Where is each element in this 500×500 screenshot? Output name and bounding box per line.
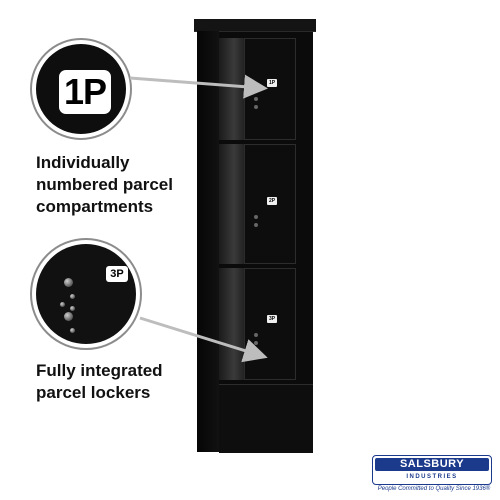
keyhole-icon	[254, 97, 258, 101]
rivet-icon	[60, 302, 65, 307]
logo-tagline: People Committed to Quality Since 1936®	[377, 486, 491, 492]
keyhole-icon	[254, 223, 258, 227]
keyhole-icon	[254, 105, 258, 109]
locker-side-panel	[197, 31, 219, 452]
parcel-door-2: 2P	[244, 144, 296, 264]
lock-cylinder-icon	[64, 312, 73, 321]
salsbury-logo: SALSBURY INDUSTRIES	[372, 455, 492, 485]
parcel-door-1: 1P	[244, 38, 296, 140]
callout-2-background: 3P	[36, 244, 136, 344]
keyhole-icon	[254, 341, 258, 345]
rivet-icon	[70, 328, 75, 333]
door-1-label: 1P	[267, 79, 277, 87]
callout-compartment-label: 1P	[30, 38, 132, 140]
lock-detail-badge: 3P	[106, 266, 128, 282]
rivet-icon	[70, 294, 75, 299]
caption-numbered-compartments: Individually numbered parcel compartment…	[36, 153, 173, 216]
callout-1-background: 1P	[36, 44, 126, 134]
parcel-locker-unit: 1P 2P 3P	[194, 19, 316, 453]
locker-base-panel	[219, 384, 313, 453]
door-opening-2	[219, 144, 244, 264]
keyhole-icon	[254, 333, 258, 337]
locker-top-cap	[194, 19, 316, 32]
callout-lock-detail: 3P	[30, 238, 142, 350]
caption-integrated-lockers: Fully integrated parcel lockers	[36, 361, 163, 402]
logo-name: SALSBURY	[375, 458, 489, 471]
lock-cylinder-icon	[64, 278, 73, 287]
door-opening-1	[219, 38, 244, 140]
parcel-door-3: 3P	[244, 268, 296, 380]
compartment-number-badge: 1P	[59, 70, 111, 114]
door-3-label: 3P	[267, 315, 277, 323]
door-opening-3	[219, 268, 244, 380]
rivet-icon	[70, 306, 75, 311]
door-2-label: 2P	[267, 197, 277, 205]
keyhole-icon	[254, 215, 258, 219]
logo-subtitle: INDUSTRIES	[406, 474, 458, 480]
